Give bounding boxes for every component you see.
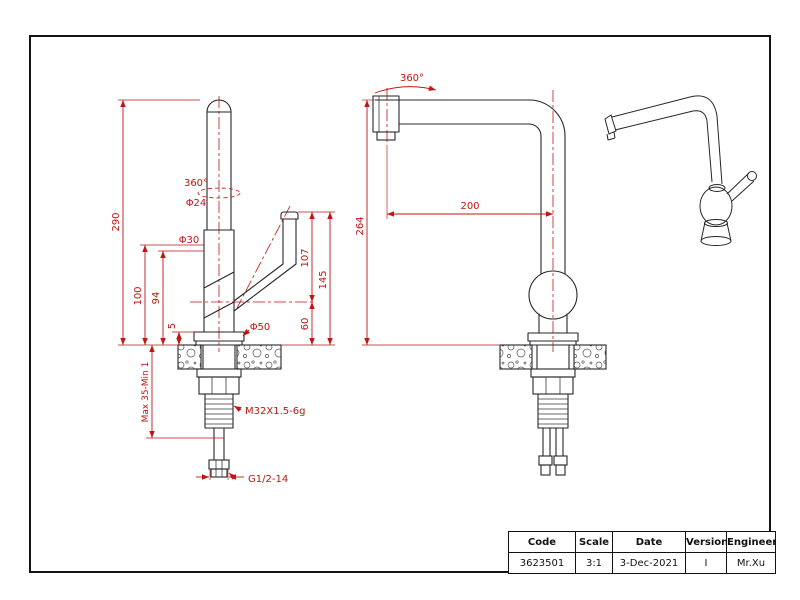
- clamp-range-label: Max 35-Min 1: [141, 362, 151, 423]
- dim-60: 60: [300, 318, 311, 331]
- front-swivel-angle-label: 360°: [184, 178, 208, 189]
- title-block-label-engineer: Engineer: [726, 531, 776, 553]
- front-mounting-hardware: [196, 344, 242, 478]
- side-spout: [372, 95, 566, 275]
- dim-height-264: 264: [355, 216, 366, 235]
- side-countertop-hatch: [499, 344, 607, 370]
- dim-100: 100: [133, 286, 144, 305]
- drawing-frame: [29, 35, 771, 573]
- dim-107: 107: [300, 248, 311, 267]
- title-block-value-code: 3623501: [508, 552, 576, 574]
- side-swivel-arc: [374, 85, 437, 94]
- spout-diameter-label: Φ24: [186, 198, 207, 209]
- dim-5: 5: [167, 323, 178, 329]
- title-block-value-row: 3623501 3:1 3-Dec-2021 I Mr.Xu: [508, 552, 776, 574]
- front-centerlines: [190, 96, 316, 352]
- dim-94: 94: [151, 292, 162, 305]
- title-block-header-row: Code Scale Date Version Engineer: [508, 531, 776, 553]
- side-body: [527, 270, 579, 346]
- title-block-value-scale: 3:1: [575, 552, 613, 574]
- side-extension-lines: [362, 99, 500, 346]
- side-dimension-lines: [364, 100, 553, 345]
- title-block-value-version: I: [685, 552, 727, 574]
- front-countertop-hatch: [177, 344, 282, 370]
- inlet-thread-label: G1/2-14: [248, 474, 288, 485]
- title-block-label-version: Version: [685, 531, 727, 553]
- dim-overall-height: 290: [111, 212, 122, 231]
- perspective-view: [604, 95, 757, 246]
- side-mounting-hardware: [530, 344, 576, 476]
- side-swivel-angle-label: 360°: [400, 73, 424, 84]
- front-handle: [233, 211, 299, 312]
- body-diameter-label: Φ30: [179, 235, 200, 246]
- front-view: 290 360° Φ24 Φ30 100 94 5 Φ50 107 145 60…: [111, 96, 335, 485]
- front-swivel-arc: [197, 187, 241, 199]
- side-centerlines: [386, 88, 554, 352]
- title-block-label-scale: Scale: [575, 531, 613, 553]
- dim-reach-200: 200: [460, 201, 479, 212]
- title-block-label-date: Date: [612, 531, 686, 553]
- mount-thread-label: M32X1.5-6g: [245, 406, 305, 417]
- side-view: 360° 200 264: [355, 73, 607, 476]
- base-diameter-label: Φ50: [250, 322, 271, 333]
- front-body: [203, 229, 235, 333]
- title-block-value-engineer: Mr.Xu: [726, 552, 776, 574]
- title-block-value-date: 3-Dec-2021: [612, 552, 686, 574]
- title-block: Code Scale Date Version Engineer 3623501…: [508, 531, 776, 574]
- dim-145: 145: [318, 270, 329, 289]
- front-spout: [206, 99, 232, 231]
- front-base-flange: [193, 331, 245, 346]
- front-dimension-lines: [120, 100, 333, 480]
- title-block-label-code: Code: [508, 531, 576, 553]
